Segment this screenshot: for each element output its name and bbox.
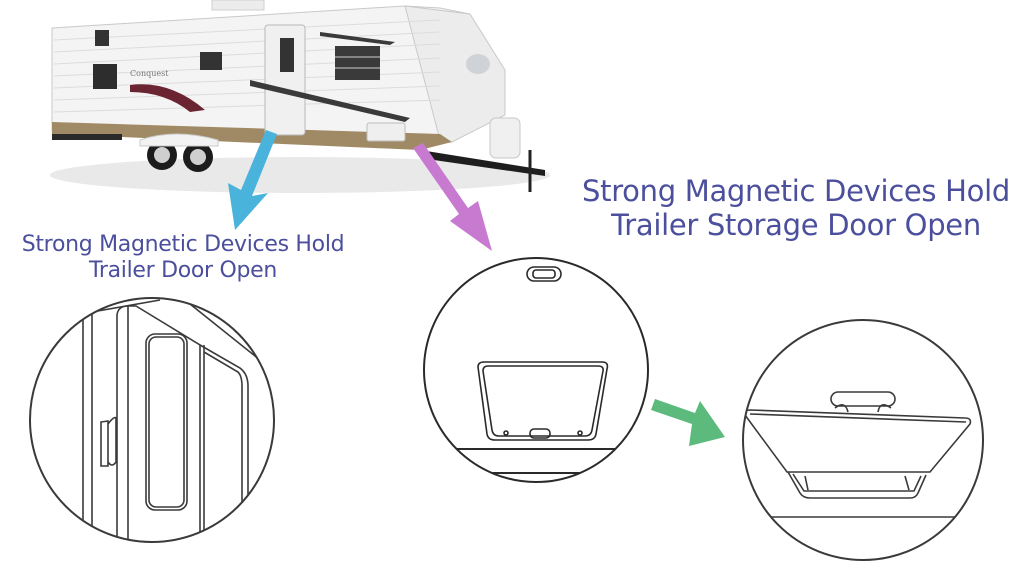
green-arrow-icon — [651, 399, 725, 446]
storage-caption-line2: Trailer Storage Door Open — [611, 208, 981, 243]
door-caption: Strong Magnetic Devices Hold Trailer Doo… — [0, 232, 366, 284]
purple-arrow-icon — [413, 143, 492, 251]
blue-arrow-icon — [228, 130, 277, 230]
storage-caption-line1: Strong Magnetic Devices Hold — [582, 174, 1010, 208]
brand-decal: Conquest — [130, 69, 169, 78]
door-caption-line1: Strong Magnetic Devices Hold — [21, 232, 345, 257]
storage-door-caption: Strong Magnetic Devices Hold Trailer Sto… — [565, 174, 1024, 242]
door-caption-line2: Trailer Door Open — [88, 257, 278, 283]
